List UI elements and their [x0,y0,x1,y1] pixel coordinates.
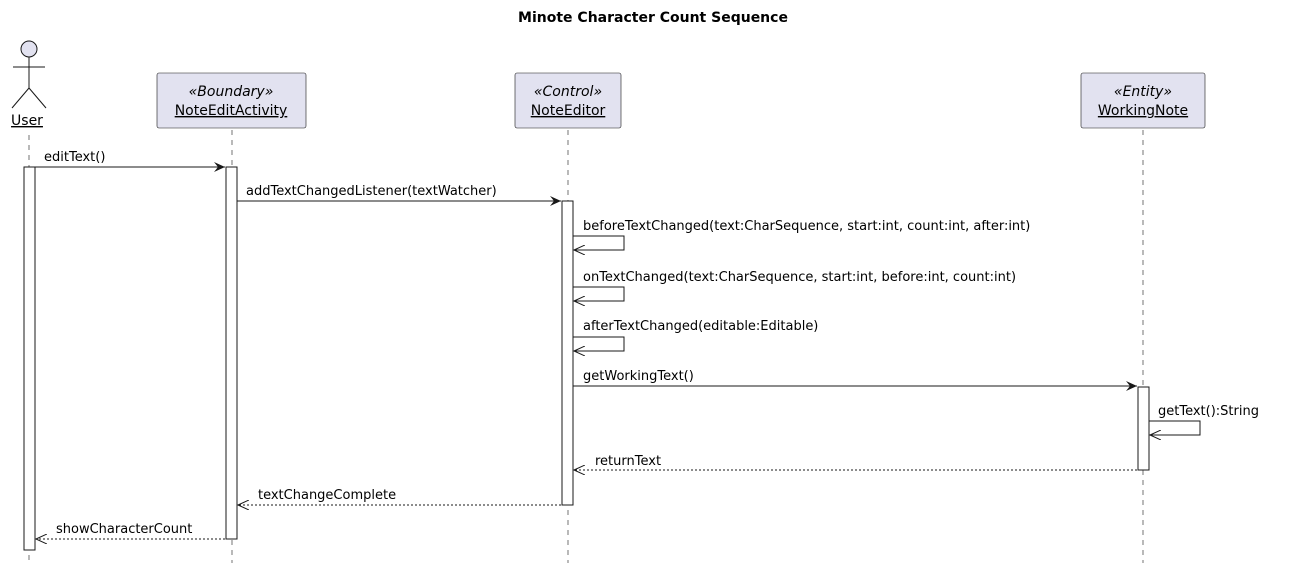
participant-note-editor: «Control» NoteEditor [514,72,622,129]
participant-name: User [11,113,43,129]
participant-stereotype: «Control» [534,84,602,100]
message-label: returnText [595,454,661,469]
message-text-change-complete: textChangeComplete [238,488,561,505]
actor-user: User [11,40,47,129]
message-label: textChangeComplete [258,488,396,503]
message-label: getWorkingText() [583,369,694,384]
message-get-working-text: getWorkingText() [573,369,1137,391]
message-label: onTextChanged(text:CharSequence, start:i… [583,270,1016,285]
activation-note-editor [561,200,574,506]
message-label: getText():String [1158,404,1259,419]
message-label: afterTextChanged(editable:Editable) [583,319,818,334]
message-label: beforeTextChanged(text:CharSequence, sta… [583,219,1030,234]
message-before-text-changed: beforeTextChanged(text:CharSequence, sta… [573,219,1030,250]
message-add-text-changed-listener: addTextChangedListener(textWatcher) [237,184,561,206]
message-label: editText() [44,150,105,165]
participant-note-edit-activity: «Boundary» NoteEditActivity [156,72,307,129]
participant-stereotype: «Entity» [1114,84,1172,100]
message-edit-text: editText() [35,150,225,172]
activation-note-edit-activity [225,166,238,540]
activation-working-note [1137,386,1150,471]
activation-user [23,166,36,551]
participant-name: NoteEditActivity [175,103,288,119]
message-label: showCharacterCount [56,522,192,537]
actor-head-icon [20,40,38,58]
message-on-text-changed: onTextChanged(text:CharSequence, start:i… [573,270,1016,301]
participant-name: WorkingNote [1098,103,1188,119]
message-show-character-count: showCharacterCount [36,522,225,539]
diagram-title: Minote Character Count Sequence [518,10,788,26]
message-get-text: getText():String [1149,404,1259,435]
participant-stereotype: «Boundary» [189,84,274,100]
message-after-text-changed: afterTextChanged(editable:Editable) [573,319,818,351]
message-return-text: returnText [574,454,1137,470]
participant-working-note: «Entity» WorkingNote [1080,72,1206,129]
message-label: addTextChangedListener(textWatcher) [246,184,497,199]
participant-name: NoteEditor [531,103,606,119]
